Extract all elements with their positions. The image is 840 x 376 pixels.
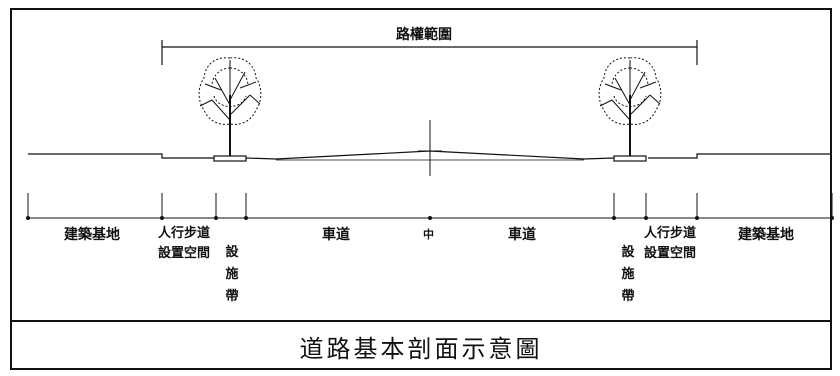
segment-tick-dots (26, 216, 834, 220)
left-building-base-label: 建築基地 (64, 227, 120, 243)
left-tree-icon (198, 57, 262, 156)
road-centerline (418, 120, 442, 176)
right-tree-icon (598, 57, 662, 156)
right-sidewalk-label: 人行步道設置空間 (644, 226, 697, 261)
left-facility-zone-label: 設施帶 (225, 245, 239, 304)
segment-ticks (27, 193, 833, 220)
centerline-label: 中 (423, 228, 434, 241)
diagram-caption: 道路基本剖面示意圖 (10, 320, 832, 370)
road-section-drawing (26, 40, 834, 220)
right-of-way-dimension (161, 40, 698, 65)
right-lane-label: 車道 (508, 227, 536, 243)
left-lane-label: 車道 (322, 227, 350, 243)
left-sidewalk-label: 人行步道設置空間 (158, 226, 211, 261)
right-of-way-label: 路權範圍 (396, 27, 452, 43)
left-planter-box (213, 155, 247, 162)
drawing-frame (10, 8, 832, 370)
right-facility-zone-label: 設施帶 (621, 245, 635, 304)
right-building-base-label: 建築基地 (738, 227, 794, 243)
right-planter-box (613, 155, 647, 162)
